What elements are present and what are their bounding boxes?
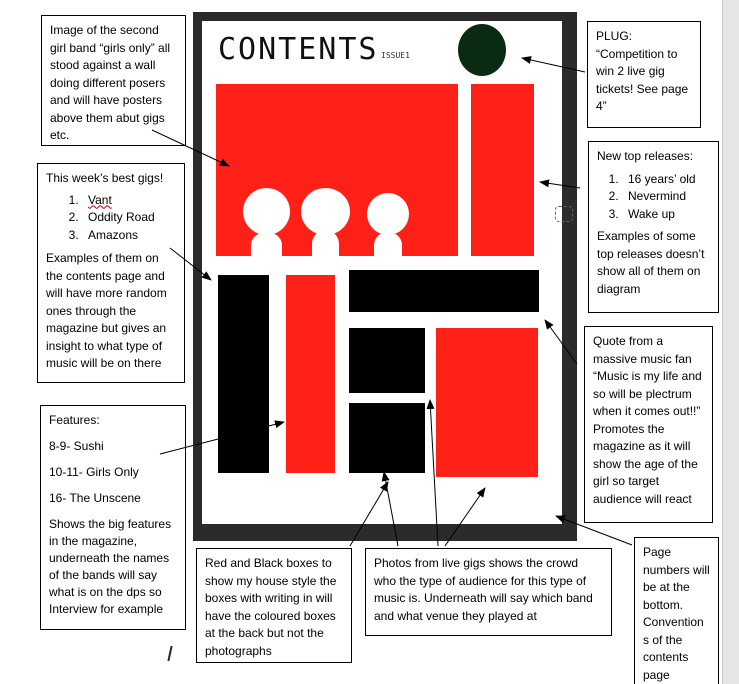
magazine-issue: ISSUE1 <box>381 51 410 60</box>
note-page-numbers: Page numbers will be at the bottom. Conv… <box>634 537 719 684</box>
gigs-list: Vant Oddity Road Amazons <box>46 192 176 245</box>
photo-block <box>349 403 425 473</box>
list-item: Wake up <box>622 206 710 224</box>
note-house-style: Red and Black boxes to show my house sty… <box>196 548 352 663</box>
features-heading: Features: <box>49 413 100 427</box>
gigs-body: Examples of them on the contents page an… <box>46 251 167 370</box>
plug-body: “Competition to win 2 live gig tickets! … <box>596 46 689 114</box>
band-member-body <box>251 232 282 258</box>
document-scroll-edge <box>722 0 739 684</box>
resize-cursor-icon <box>555 206 573 222</box>
releases-list: 16 years’ old Nevermind Wake up <box>597 171 710 224</box>
band-member-body <box>374 232 402 258</box>
note-fan-quote: Quote from a massive music fan “Music is… <box>584 326 713 523</box>
gigs-heading: This week’s best gigs! <box>46 171 164 185</box>
photo-block <box>349 328 425 393</box>
list-item: Nevermind <box>622 188 710 206</box>
releases-heading: New top releases: <box>597 149 694 163</box>
top-bar-block <box>349 270 539 312</box>
band-member-head <box>243 188 290 235</box>
list-item: Amazons <box>82 227 176 245</box>
list-item: 16- The Unscene <box>49 491 141 505</box>
note-features: Features: 8-9- Sushi 10-11- Girls Only 1… <box>40 405 186 630</box>
list-item: 10-11- Girls Only <box>49 465 139 479</box>
list-item: Vant <box>82 192 176 210</box>
releases-body: Examples of some top releases doesn’t sh… <box>597 229 705 296</box>
note-girl-band: Image of the second girl band “girls onl… <box>41 15 186 146</box>
list-item: 8-9- Sushi <box>49 439 104 453</box>
magazine-title: CONTENTS <box>218 32 379 67</box>
quote-block <box>436 328 538 477</box>
band-member-head <box>301 188 350 235</box>
note-best-gigs: This week’s best gigs! Vant Oddity Road … <box>37 163 185 383</box>
plug-heading: PLUG: <box>596 29 633 43</box>
features-body: Shows the big features in the magazine, … <box>49 517 172 616</box>
note-live-photos: Photos from live gigs shows the crowd wh… <box>365 548 612 636</box>
releases-block <box>471 84 534 256</box>
list-item: 16 years’ old <box>622 171 710 189</box>
list-item: Oddity Road <box>82 209 176 227</box>
note-top-releases: New top releases: 16 years’ old Nevermin… <box>588 141 719 313</box>
features-block <box>286 275 335 473</box>
band-member-head <box>367 193 409 235</box>
gigs-block <box>218 275 269 473</box>
note-plug: PLUG: “Competition to win 2 live gig tic… <box>587 21 701 128</box>
plug-circle <box>458 24 506 76</box>
band-member-body <box>312 230 339 258</box>
